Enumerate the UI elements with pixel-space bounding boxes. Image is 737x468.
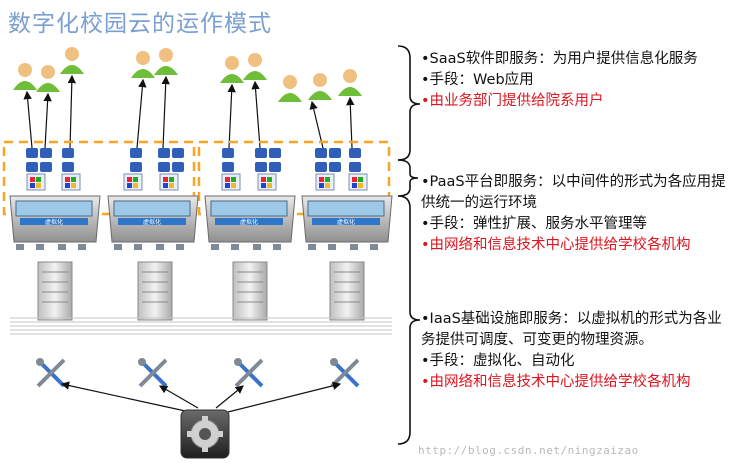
hardware-unit-4: 虚拟化 [301,195,393,243]
platform-box-right [197,140,391,216]
user-icon [131,51,155,78]
device-chips [16,244,378,250]
paas-line-1: •PaaS平台即服务：以中间件的形式为各应用提供统一的运行环境 [421,174,726,211]
physical-servers [37,261,365,321]
layer-braces [397,45,421,445]
user-icon [154,48,178,75]
user-icon [338,69,362,96]
saas-description: •SaaS软件即服务：为用户提供信息化服务 •手段：Web应用 •由业务部门提供给院… [421,49,733,112]
user-icon [60,47,84,74]
wrench-screwdriver-icon [330,358,360,388]
iaas-description: •IaaS基础设施即服务：以虚拟机的形式为各业务提供可调度、可变更的物理资源。 •… [421,309,733,393]
user-group-4 [278,69,362,102]
wrench-screwdriver-icon [36,358,66,388]
user-icon [13,63,37,90]
saas-line-1: •SaaS软件即服务：为用户提供信息化服务 [421,51,698,67]
user-access-arrows [23,74,355,149]
user-icon [308,73,332,100]
paas-line-3: •由网络和信息技术中心提供给学校各机构 [421,237,691,253]
server-icon [37,261,73,321]
brace-paas [397,159,419,197]
management-arrows [60,381,342,413]
user-group-1 [13,47,84,92]
user-icon [243,53,267,80]
storage-network-band [10,317,392,335]
platform-box-left [2,140,196,216]
virtualization-label: 虚拟化 [45,218,63,226]
brace-saas [397,45,421,161]
server-icon [232,261,268,321]
application-icons [26,148,368,191]
wrench-screwdriver-icon [138,358,168,388]
server-icon [137,261,173,321]
iaas-line-1: •IaaS基础设施即服务：以虚拟机的形式为各业务提供可调度、可变更的物理资源。 [421,311,722,348]
management-gear-icon [180,409,230,459]
server-icon [329,261,365,321]
user-icon [220,56,244,83]
app-column-3 [221,148,281,191]
user-group-2 [131,48,178,78]
user-icon [36,65,60,92]
hardware-unit-3: 虚拟化 [204,195,296,243]
tools-icons [36,358,360,388]
hardware-unit-2: 虚拟化 [107,195,199,243]
user-group-3 [220,53,267,83]
wrench-screwdriver-icon [234,358,264,388]
virtualization-label: 虚拟化 [240,218,258,226]
diagram-title: 数字化校园云的运作模式 [8,11,272,37]
watermark: http://blog.csdn.net/ningzaizao [418,444,639,457]
user-icon [278,75,302,102]
app-column-1 [26,148,81,191]
hardware-units: 虚拟化 虚拟化 虚拟化 虚拟化 [9,195,393,243]
app-column-4 [315,148,368,191]
saas-line-2: •手段：Web应用 [421,72,534,88]
app-column-2 [123,148,184,191]
hardware-unit-1: 虚拟化 [9,195,101,243]
iaas-line-2: •手段：虚拟化、自动化 [421,353,575,369]
paas-description: •PaaS平台即服务：以中间件的形式为各应用提供统一的运行环境 •手段：弹性扩展、… [421,172,733,256]
virtualization-label: 虚拟化 [143,218,161,226]
brace-iaas [397,195,421,445]
iaas-line-3: •由网络和信息技术中心提供给学校各机构 [421,374,691,390]
paas-line-2: •手段：弹性扩展、服务水平管理等 [421,216,648,232]
virtualization-label: 虚拟化 [337,218,355,226]
saas-line-3: •由业务部门提供给院系用户 [421,93,604,109]
